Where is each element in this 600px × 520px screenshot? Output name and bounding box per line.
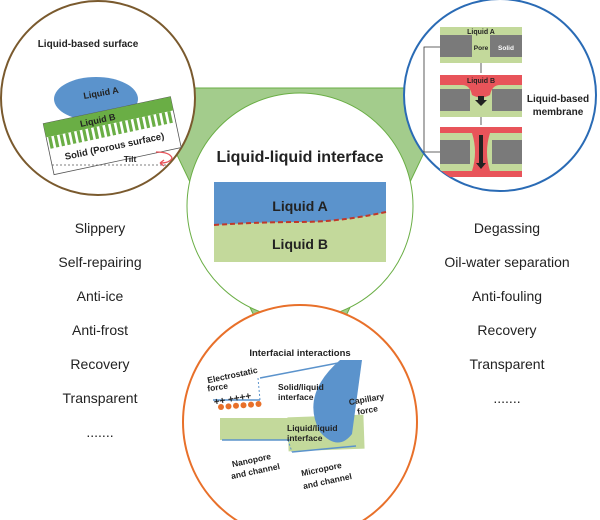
left-list-item: Recovery xyxy=(70,356,130,372)
pore-pillar xyxy=(155,113,162,126)
pore-pillar xyxy=(93,126,100,140)
left-list-item: Slippery xyxy=(74,220,126,236)
pore-pillar xyxy=(167,111,173,124)
solid-liquid-label-line2: interface xyxy=(278,392,314,402)
negative-charge xyxy=(255,401,262,407)
pore-pillar xyxy=(48,136,54,149)
pore-pillar xyxy=(150,114,156,128)
right-list-item: Recovery xyxy=(477,322,537,338)
interface-line xyxy=(213,211,387,226)
right-list-item: Transparent xyxy=(469,356,545,372)
interactions-circle xyxy=(182,304,418,520)
left-list-item: Anti-frost xyxy=(71,322,128,338)
membrane-liquid-a-label: Liquid A xyxy=(467,29,495,36)
membrane-pore-label: Pore xyxy=(474,45,489,52)
membrane-solid-label: Solid xyxy=(498,45,514,52)
pore-pillar xyxy=(116,121,122,135)
membrane-liquid-b-label: Liquid B xyxy=(467,78,495,85)
large-flow-arrow-icon xyxy=(476,135,486,169)
left-list-item: ....... xyxy=(86,424,114,440)
negative-charge xyxy=(240,402,247,409)
liquid-liquid-label-line2: interface xyxy=(287,433,323,443)
tilt-arrow-icon xyxy=(155,151,173,167)
porous-pillars xyxy=(48,111,173,149)
right-list-item: ....... xyxy=(493,390,521,406)
left-list-item: Self-repairing xyxy=(58,254,142,270)
pore-pillar xyxy=(53,135,60,148)
tilt-label: Tilt xyxy=(124,154,137,164)
right-list-item: Oil-water separation xyxy=(444,254,570,270)
center-liquid-a-label: Liquid A xyxy=(272,198,327,214)
left-applications-list: Slippery Self-repairing Anti-ice Anti-fr… xyxy=(0,211,200,449)
pore-pillar xyxy=(121,120,128,134)
membrane-illustration: Liquid A Pore Solid Liquid B Liquid-base… xyxy=(423,27,589,177)
center-title: Liquid-liquid interface xyxy=(216,149,383,166)
membrane-title-line2: membrane xyxy=(533,107,584,118)
surface-illustration: Liquid-based surface Liquid B Solid (Por… xyxy=(38,39,182,176)
flow-arrow-icon xyxy=(475,96,487,106)
right-list-item: Degassing xyxy=(473,220,541,236)
pore-pillar xyxy=(127,119,134,132)
cycle-arrow-icon xyxy=(423,46,440,153)
interactions-title: Interfacial interactions xyxy=(249,348,350,359)
negative-charge xyxy=(233,402,239,409)
right-list-item: Anti-fouling xyxy=(471,288,543,304)
pore-pillar xyxy=(59,133,66,147)
liquid-liquid-label-line1: Liquid/liquid xyxy=(287,423,338,433)
membrane-title-line1: Liquid-based xyxy=(527,94,589,105)
negative-charge xyxy=(218,404,224,410)
surface-title: Liquid-based surface xyxy=(38,39,139,50)
pore-pillar xyxy=(138,117,145,130)
pore-pillar xyxy=(76,130,83,143)
solid-liquid-label-line1: Solid/liquid xyxy=(278,382,324,392)
left-list-item: Transparent xyxy=(62,390,138,406)
center-liquid-b-label: Liquid B xyxy=(272,236,328,252)
pore-pillar xyxy=(133,118,139,131)
capillary-meniscus xyxy=(313,360,362,443)
pore-pillar xyxy=(144,115,151,129)
right-applications-list: Degassing Oil-water separation Anti-foul… xyxy=(407,211,600,415)
electrostatic-label-line2: force xyxy=(207,381,229,394)
pore-pillar xyxy=(87,127,94,141)
pore-pillar xyxy=(99,125,105,138)
negative-charge xyxy=(248,401,254,408)
negative-charges xyxy=(218,401,262,410)
pore-pillar xyxy=(110,123,117,136)
pore-pillar xyxy=(65,132,71,146)
pore-pillar xyxy=(161,112,168,125)
pore-pillar xyxy=(70,131,77,144)
pore-pillar xyxy=(104,124,111,137)
left-list-item: Anti-ice xyxy=(76,288,124,304)
negative-charge xyxy=(225,403,232,410)
capillary-label-line2: force xyxy=(356,403,378,417)
liquid-interface-panel: Liquid A Liquid B xyxy=(213,182,387,262)
pore-pillar xyxy=(82,129,88,142)
